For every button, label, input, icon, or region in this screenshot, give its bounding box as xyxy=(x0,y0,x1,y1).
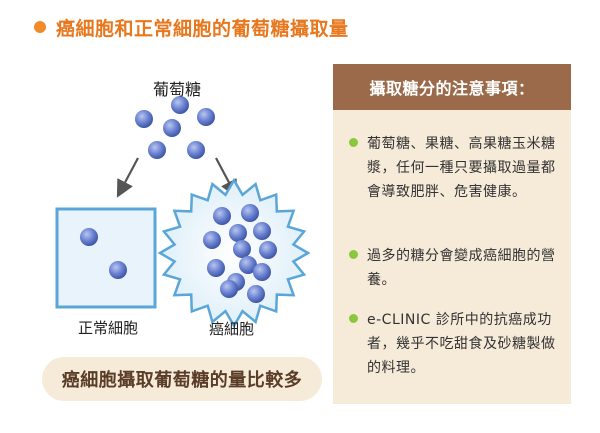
molecule-icon xyxy=(259,241,277,259)
caption-text: 癌細胞攝取葡萄糖的量比較多 xyxy=(61,370,303,391)
note-item: 葡萄糖、果糖、高果糖玉米糖漿，任何一種只要攝取過量都會導致肥胖、危害健康。 xyxy=(349,132,559,204)
molecule-icon xyxy=(253,222,271,240)
molecule-icon xyxy=(163,119,181,137)
molecule-icon xyxy=(148,141,166,159)
notes-panel: 攝取糖分的注意事項： 葡萄糖、果糖、高果糖玉米糖漿，任何一種只要攝取過量都會導致… xyxy=(333,64,571,404)
bullet-icon xyxy=(349,138,358,147)
molecule-icon xyxy=(135,110,153,128)
molecule-icon xyxy=(197,108,215,126)
cancer-cell xyxy=(157,177,311,329)
molecule-icon xyxy=(241,204,259,222)
cancer-cell-label: 癌細胞 xyxy=(209,320,255,338)
note-text: e-CLINIC 診所中的抗癌成功者，幾乎不吃甜食及砂糖製做的料理。 xyxy=(367,312,556,376)
title-bullet-icon xyxy=(34,21,46,33)
molecule-icon xyxy=(109,261,127,279)
molecule-icon xyxy=(203,231,221,249)
page-title: 癌細胞和正常細胞的葡萄糖攝取量 xyxy=(56,17,349,40)
note-text: 過多的糖分會變成癌細胞的營養。 xyxy=(367,248,556,288)
molecule-icon xyxy=(80,228,98,246)
free-glucose-molecules xyxy=(135,96,215,159)
caption-banner: 癌細胞攝取葡萄糖的量比較多 xyxy=(42,357,322,401)
normal-cell xyxy=(55,207,157,309)
bullet-icon xyxy=(349,250,358,259)
molecule-icon xyxy=(213,207,231,225)
note-text: 葡萄糖、果糖、高果糖玉米糖漿，任何一種只要攝取過量都會導致肥胖、危害健康。 xyxy=(367,136,556,200)
molecule-icon xyxy=(229,224,247,242)
glucose-label: 葡萄糖 xyxy=(153,80,202,99)
molecule-icon xyxy=(239,256,257,274)
molecule-icon xyxy=(171,96,189,114)
molecule-icon xyxy=(233,240,251,258)
molecule-icon xyxy=(220,280,238,298)
note-item: 過多的糖分會變成癌細胞的營養。 xyxy=(349,244,559,292)
molecule-icon xyxy=(207,259,225,277)
note-item: e-CLINIC 診所中的抗癌成功者，幾乎不吃甜食及砂糖製做的料理。 xyxy=(349,308,559,380)
normal-cell-label: 正常細胞 xyxy=(78,319,139,337)
molecule-icon xyxy=(187,141,205,159)
bullet-icon xyxy=(349,314,358,323)
arrow-to-normal-cell-icon xyxy=(116,157,139,198)
notes-panel-title: 攝取糖分的注意事項： xyxy=(369,79,535,98)
molecule-icon xyxy=(253,263,271,281)
notes-panel-header: 攝取糖分的注意事項： xyxy=(333,64,571,110)
molecule-icon xyxy=(247,285,265,303)
title-row: 癌細胞和正常細胞的葡萄糖攝取量 xyxy=(8,14,349,40)
